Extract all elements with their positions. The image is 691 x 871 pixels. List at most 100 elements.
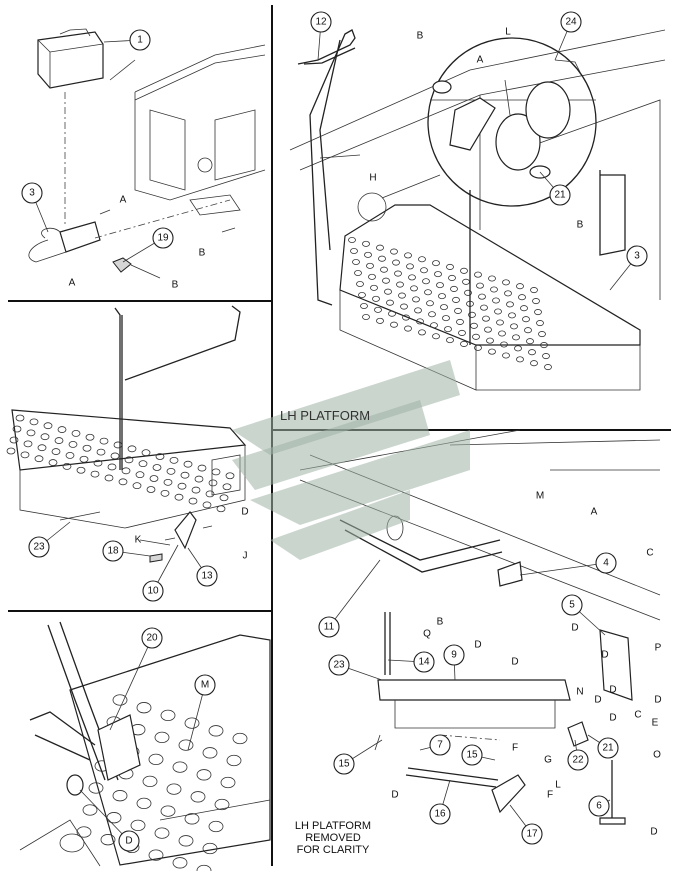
hole (450, 285, 458, 292)
callout-p1-1: 3 (21, 182, 49, 233)
callout-p5-4: 9 (443, 644, 465, 681)
callout-number: 3 (29, 188, 35, 199)
hole (178, 739, 194, 751)
hole (62, 462, 72, 470)
leader-line (187, 684, 206, 751)
letter-p5-4: D (474, 640, 481, 651)
hole (426, 300, 434, 307)
hole (54, 437, 64, 444)
hole (360, 302, 368, 310)
hole (390, 321, 398, 328)
callout-number: 15 (466, 750, 478, 761)
hole (23, 440, 33, 448)
hole (474, 271, 482, 278)
callout-number: 14 (418, 657, 430, 668)
callout-bubble (521, 823, 543, 845)
hole (141, 449, 151, 457)
callout-p3-1: 18 (102, 540, 151, 562)
hole (454, 307, 462, 314)
letter-p2-2: A (477, 55, 484, 66)
hole (376, 317, 384, 324)
hole (9, 436, 19, 444)
hole (460, 340, 468, 347)
callout-bubble (142, 580, 164, 602)
hole (82, 444, 92, 452)
hole (12, 425, 22, 433)
hole (154, 731, 170, 744)
callout-number: 3 (634, 251, 640, 262)
callout-bubble (194, 674, 216, 696)
hole (498, 330, 506, 337)
callout-bubble (429, 734, 451, 756)
letter-p5-12: D (609, 713, 616, 724)
letter-p2-4: B (577, 220, 584, 231)
hole (432, 260, 440, 267)
hole (418, 256, 426, 263)
callout-bubble (118, 830, 140, 852)
hole (354, 269, 362, 277)
leader-line (328, 559, 381, 628)
hole (358, 291, 366, 299)
callout-bubble (461, 744, 483, 766)
letter-p5-20: F (547, 790, 553, 801)
hole (518, 294, 526, 301)
hole (366, 262, 374, 269)
hole (65, 451, 75, 459)
hole (132, 482, 142, 490)
hole (476, 282, 484, 289)
hole (396, 281, 404, 288)
hole (446, 263, 454, 270)
callout-number: 21 (602, 743, 614, 754)
callout-p5-7: 7 (419, 734, 451, 756)
hole (169, 456, 179, 464)
hole (184, 813, 200, 825)
hole (394, 270, 402, 277)
hole (472, 333, 480, 340)
hole (436, 282, 444, 289)
leader-line (109, 637, 153, 731)
hole (196, 864, 212, 871)
hole (6, 447, 16, 455)
callout-number: 7 (437, 740, 443, 751)
callout-number: 19 (157, 233, 169, 244)
callout-p1-0: 1 (103, 29, 151, 51)
letter-p5-10: D (609, 685, 616, 696)
callout-p5-1: 11 (318, 559, 381, 638)
hole (202, 747, 218, 759)
hole (76, 466, 86, 474)
hole (516, 356, 524, 363)
callout-p4-1: M (187, 674, 216, 751)
callout-number: 18 (107, 546, 119, 557)
hole (214, 798, 230, 811)
hole (148, 753, 164, 766)
caption: LH PLATFORM REMOVED FOR CLARITY (295, 820, 371, 856)
callout-bubble (196, 565, 218, 587)
hole (482, 315, 490, 322)
hole (177, 482, 187, 490)
caption-line-1: LH PLATFORM (295, 820, 371, 832)
hole (76, 826, 92, 838)
letter-p2-0: B (417, 31, 424, 42)
hole (99, 437, 109, 445)
callout-p5-10: 21 (587, 734, 619, 759)
hole (71, 429, 81, 437)
hole (155, 453, 165, 460)
hole (149, 475, 159, 482)
hole (202, 842, 218, 855)
hole (528, 349, 536, 356)
hole (184, 717, 200, 729)
hole (127, 445, 137, 453)
callout-number: 6 (596, 801, 602, 812)
callout-p5-0: 4 (519, 552, 617, 576)
callout-bubble (28, 536, 50, 558)
hole (520, 305, 528, 312)
hole (90, 470, 100, 478)
hole (382, 277, 390, 284)
hole (202, 501, 212, 509)
callout-p2-2: 21 (539, 171, 571, 206)
callout-p2-1: 24 (554, 11, 582, 61)
letter-p5-9: P (655, 643, 662, 654)
hole (107, 463, 117, 471)
callout-number: 24 (565, 17, 577, 28)
